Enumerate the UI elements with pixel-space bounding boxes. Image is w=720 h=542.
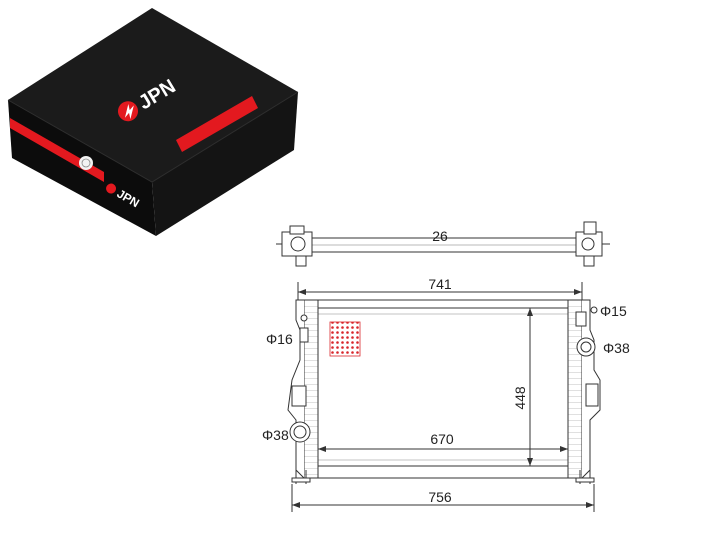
port-upper-left-label: Φ16: [266, 331, 293, 347]
accent-panel-right: [176, 96, 258, 152]
right-tank-top-view: [575, 221, 610, 267]
vent-port-icon: [590, 306, 598, 314]
top-view-drawing: 26: [276, 221, 610, 267]
dimension-depth-label: 26: [432, 228, 448, 244]
dimension-756: 756: [291, 484, 595, 512]
drain-port-icon: [300, 314, 308, 322]
box-right-face: [152, 92, 298, 236]
logo-emblem-small-icon: [106, 183, 117, 194]
dimension-670: 670: [318, 431, 568, 452]
box-top-face: [8, 8, 298, 182]
right-tank-front-view: [567, 299, 601, 484]
dimension-width-top-label: 741: [428, 276, 452, 292]
left-tank-front-view: [287, 299, 319, 484]
label-hatch-area: [329, 321, 361, 357]
port-right-label: Φ38: [603, 340, 630, 356]
port-upper-right-label: Φ15: [600, 303, 627, 319]
packaging-box: JPN JPN: [7, 8, 299, 236]
badge-icon: [79, 156, 93, 170]
dimension-width-bottom-label: 756: [428, 489, 452, 505]
dimension-448: 448: [512, 308, 533, 466]
dimension-height-label: 448: [512, 386, 528, 410]
left-tank-top-view: [276, 225, 313, 267]
dimension-width-core-label: 670: [430, 431, 454, 447]
port-lower-left-label: Φ38: [262, 427, 289, 443]
dimension-741: 741: [297, 276, 583, 300]
front-view-drawing: 741: [262, 276, 630, 512]
